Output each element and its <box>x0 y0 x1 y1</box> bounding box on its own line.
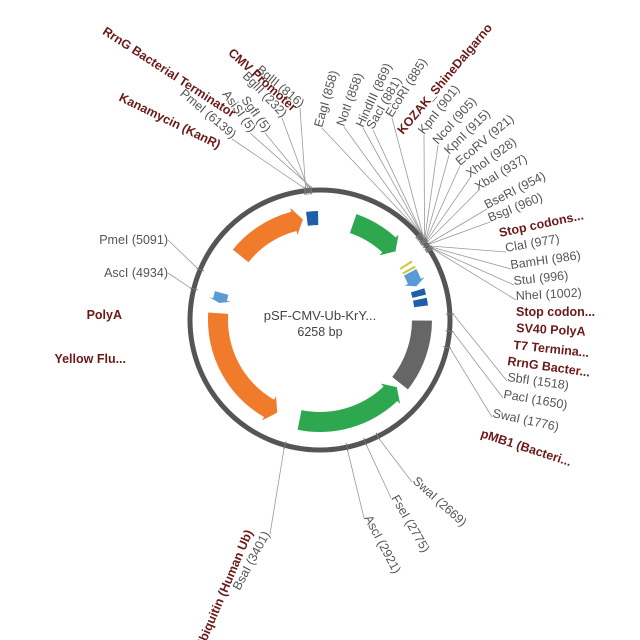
site-tick <box>416 233 423 240</box>
site-label-nhei-1002: NheI (1002) <box>515 286 582 303</box>
leader-line <box>249 132 312 188</box>
site-tick <box>307 186 309 195</box>
site-tick <box>345 443 349 452</box>
site-tick <box>423 243 431 249</box>
leader-line <box>378 438 413 483</box>
feature-label-rrng-terminator: RrnG Bacterial Terminator <box>100 24 238 120</box>
leader-line <box>431 246 512 270</box>
site-tick <box>415 232 423 239</box>
leader-line <box>426 177 471 241</box>
site-tick <box>422 242 430 248</box>
feature-arc-kanamycin-kanr <box>232 207 303 263</box>
site-tick <box>418 236 426 243</box>
site-tick <box>196 267 205 272</box>
leader-line <box>365 444 392 499</box>
site-tick <box>421 240 429 247</box>
site-label-pmei-5091: PmeI (5091) <box>99 233 168 247</box>
leader-line <box>432 248 517 301</box>
site-tick <box>425 246 433 252</box>
site-label-stui-996: StuI (996) <box>513 268 569 288</box>
feature-label-yellow-flu: Yellow Flu... <box>54 352 126 366</box>
leader-line <box>428 208 488 244</box>
leader-line <box>452 331 504 399</box>
site-tick <box>283 441 287 450</box>
site-tick <box>420 238 428 245</box>
feature-arc-yellow-flu <box>208 312 278 421</box>
site-label-swai-1776: SwaI (1776) <box>491 406 560 434</box>
feature-arc-ubiquitin-human-ub <box>297 383 401 432</box>
feature-arc-stop-codons <box>402 265 416 275</box>
feature-label-pmb1: pMB1 (Bacteri... <box>479 427 573 470</box>
leader-line <box>321 127 422 234</box>
leader-line <box>425 165 461 241</box>
leader-line <box>427 190 479 242</box>
feature-arc-sv40-polya <box>403 269 425 287</box>
feature-arc-pmb1-bacteri <box>392 320 432 390</box>
feature-arc-t7-termina <box>410 288 426 298</box>
leader-line <box>449 347 493 418</box>
site-label-fsei-2775: FseI (2775) <box>388 493 432 555</box>
site-tick <box>305 186 307 195</box>
leader-line <box>167 272 192 289</box>
leader-line <box>299 107 307 188</box>
site-tick <box>309 186 311 195</box>
site-label-swai-2669: SwaI (2669) <box>410 474 469 530</box>
leader-line <box>231 138 305 189</box>
feature-arc-kozak-shinedalgarno <box>399 260 413 270</box>
leader-line <box>452 313 508 382</box>
site-tick <box>419 238 427 244</box>
leader-line <box>391 117 424 237</box>
site-tick <box>426 247 434 253</box>
feature-arcs <box>208 207 432 432</box>
site-label-asci-2921: AscI (2921) <box>361 513 403 576</box>
site-tick <box>443 346 452 349</box>
feature-label-sv40-polya: SV40 PolyA <box>516 321 586 339</box>
leader-line <box>264 132 310 188</box>
leader-line <box>269 448 285 535</box>
plasmid-name: pSF-CMV-Ub-KrY... <box>264 308 376 323</box>
site-tick <box>424 245 432 251</box>
site-ticks <box>189 186 454 452</box>
leader-line <box>425 154 450 240</box>
site-tick <box>303 186 306 195</box>
plasmid-size: 6258 bp <box>297 325 342 339</box>
site-tick <box>310 186 313 195</box>
feature-arc-cmv-promoter <box>306 211 319 226</box>
leader-line <box>424 144 439 239</box>
leader-line <box>281 117 308 188</box>
leader-line <box>431 247 515 286</box>
site-tick <box>375 432 381 441</box>
site-tick <box>189 287 198 291</box>
feature-arc-green-cds-top <box>349 214 399 256</box>
feature-arc-polya <box>209 291 231 304</box>
feature-label-stop-codon-2: Stop codon... <box>516 305 595 319</box>
leader-line <box>372 129 424 236</box>
site-tick <box>417 235 425 241</box>
site-tick <box>425 247 434 253</box>
site-tick <box>417 234 424 241</box>
site-tick <box>420 239 428 246</box>
site-label-asci-4934: AscI (4934) <box>104 266 168 280</box>
feature-label-polya: PolyA <box>87 308 122 322</box>
leader-line <box>343 126 422 234</box>
leader-line <box>167 239 198 269</box>
leader-lines <box>167 107 517 535</box>
site-tick <box>445 330 454 332</box>
leader-line <box>430 245 507 253</box>
leader-line <box>347 450 365 519</box>
feature-arc-rrng-bacter <box>413 297 429 308</box>
leader-line <box>362 127 423 235</box>
site-tick <box>363 437 368 446</box>
leader-line <box>429 221 491 245</box>
leader-line <box>423 134 425 238</box>
site-tick <box>419 237 426 243</box>
backbone-ring <box>187 187 453 453</box>
